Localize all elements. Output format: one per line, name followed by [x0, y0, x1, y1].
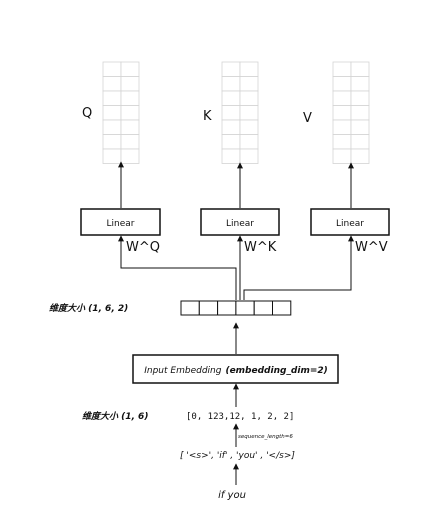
query-matrix-cell [120, 76, 140, 92]
embedding-shape-label: 维度大小 (1, 6, 2) [49, 303, 128, 314]
value-matrix-cell [350, 105, 370, 121]
key-matrix-cell [239, 105, 259, 121]
query-matrix-cell [102, 148, 122, 164]
key-matrix-cell [239, 76, 259, 92]
token-ids: [0, 123,12, 1, 2, 2] [186, 412, 294, 422]
linear-q-label: Linear [107, 219, 135, 229]
linear-k-box [200, 208, 280, 236]
query-matrix-cell [120, 105, 140, 121]
embedding-vector-cell [217, 300, 237, 316]
key-matrix-cell [239, 90, 259, 106]
key-matrix-cell [221, 134, 241, 150]
value-matrix-cell [332, 76, 352, 92]
key-matrix-cell [221, 76, 241, 92]
linear-k-label: Linear [226, 219, 254, 229]
query-matrix-cell [120, 61, 140, 77]
embedding-vector-cell [253, 300, 273, 316]
embedding-to-linear-v-connector [243, 235, 354, 300]
value-matrix-cell [350, 90, 370, 106]
value-matrix-cell [332, 148, 352, 164]
input-embedding-box [132, 354, 339, 384]
query-matrix-cell [102, 134, 122, 150]
value-matrix-cell [350, 61, 370, 77]
query-matrix-cell [120, 90, 140, 106]
input-embedding-prefix: Input Embedding [144, 366, 221, 376]
query-matrix-cell [102, 61, 122, 77]
token-ids-shape-label: 维度大小 (1, 6) [82, 411, 148, 422]
value-matrix-cell [332, 90, 352, 106]
weight-q-label: W^Q [126, 240, 160, 255]
tokens-list: [ '<s>', 'if' , 'you' , '</s>] [180, 451, 295, 461]
key-matrix-cell [239, 134, 259, 150]
value-matrix-cell [332, 105, 352, 121]
embedding-vector-cell [180, 300, 200, 316]
linear-v-label: Linear [336, 219, 364, 229]
sequence-length-note: sequence_length=6 [238, 434, 293, 440]
value-matrix [332, 61, 370, 164]
embedding-vector-cell [235, 300, 255, 316]
embedding-vector-cell [272, 300, 292, 316]
key-matrix-cell [221, 90, 241, 106]
query-matrix-cell [102, 76, 122, 92]
value-label: V [303, 111, 312, 126]
linear-q-box [80, 208, 161, 236]
value-matrix-cell [350, 134, 370, 150]
key-matrix-cell [239, 119, 259, 135]
value-matrix-cell [350, 76, 370, 92]
query-label: Q [82, 106, 92, 121]
query-matrix-cell [120, 148, 140, 164]
linear-v-box [310, 208, 390, 236]
query-matrix-cell [120, 134, 140, 150]
key-matrix-cell [239, 61, 259, 77]
query-matrix-cell [102, 105, 122, 121]
embedding-vector [180, 300, 292, 316]
key-matrix [221, 61, 259, 164]
key-label: K [203, 109, 212, 124]
value-matrix-cell [350, 148, 370, 164]
value-matrix-cell [332, 134, 352, 150]
query-matrix-cell [102, 90, 122, 106]
key-matrix-cell [221, 61, 241, 77]
key-matrix-cell [221, 119, 241, 135]
input-embedding-label: Input Embedding (embedding_dim=2) [144, 366, 328, 376]
key-matrix-cell [239, 148, 259, 164]
value-matrix-cell [332, 119, 352, 135]
value-matrix-cell [350, 119, 370, 135]
weight-v-label: W^V [355, 240, 388, 255]
query-matrix-cell [120, 119, 140, 135]
value-matrix-cell [332, 61, 352, 77]
key-matrix-cell [221, 105, 241, 121]
query-matrix-cell [102, 119, 122, 135]
key-matrix-cell [221, 148, 241, 164]
query-matrix [102, 61, 140, 164]
embedding-vector-cell [198, 300, 219, 316]
weight-k-label: W^K [244, 240, 277, 255]
input-embedding-param: (embedding_dim=2) [225, 366, 327, 376]
input-text: if you [218, 490, 246, 501]
embedding-to-linear-q-connector [118, 235, 237, 300]
